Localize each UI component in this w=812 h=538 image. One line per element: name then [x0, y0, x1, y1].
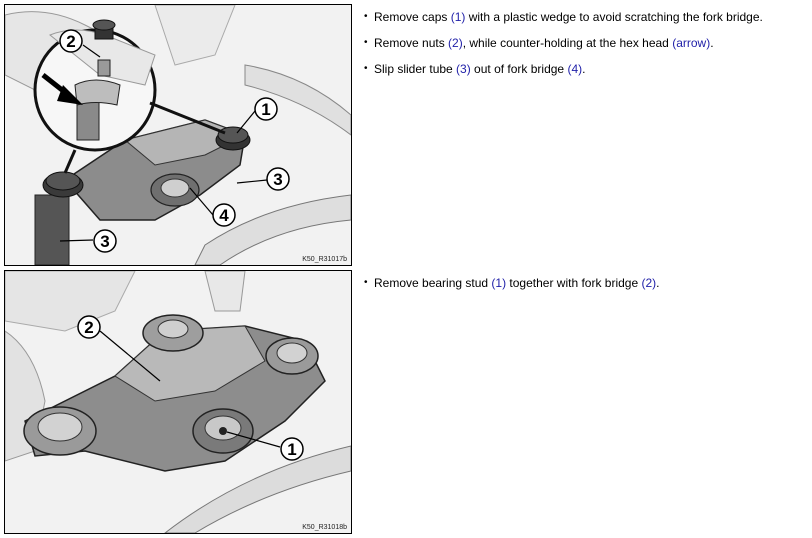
bullet-icon: •: [364, 37, 368, 48]
list-item: •Remove caps (1) with a plastic wedge to…: [364, 10, 763, 24]
callout-1: 1: [254, 97, 278, 121]
reference: (3): [456, 62, 471, 76]
svg-text:3: 3: [273, 170, 282, 189]
reference: (4): [567, 62, 583, 76]
callout-2: 2: [77, 315, 101, 339]
svg-text:1: 1: [261, 100, 270, 119]
bullet-icon: •: [364, 63, 368, 74]
list-item: •Slip slider tube (3) out of fork bridge…: [364, 62, 586, 76]
svg-text:1: 1: [287, 440, 296, 459]
callout-2: 2: [59, 29, 83, 53]
illustration-fork-bridge-removal: 2 1: [5, 271, 351, 533]
bullet-icon: •: [364, 277, 368, 288]
figure-code: K50_R31017b: [302, 256, 347, 263]
svg-text:3: 3: [100, 232, 109, 251]
illustration-fork-bridge-top: 2 1 3 4 3: [5, 5, 351, 265]
reference: (2): [641, 276, 657, 290]
figure-bearing-stud: 2 1 K50_R31018b: [4, 270, 352, 534]
instruction-list-2: •Remove bearing stud (1) together with f…: [362, 276, 807, 302]
reference: (1): [450, 10, 466, 24]
callout-1: 1: [280, 437, 304, 461]
svg-text:4: 4: [219, 206, 229, 225]
bullet-icon: •: [364, 11, 368, 22]
svg-text:2: 2: [84, 318, 93, 337]
reference: (1): [491, 276, 507, 290]
callout-4: 4: [212, 203, 236, 227]
reference: (arrow): [672, 36, 711, 50]
figure-fork-bridge-caps: 2 1 3 4 3 K50_R31017b: [4, 4, 352, 266]
instruction-list-1: •Remove caps (1) with a plastic wedge to…: [362, 10, 807, 88]
callout-3-left: 3: [93, 229, 117, 253]
callout-3-right: 3: [266, 167, 290, 191]
reference: (2): [448, 36, 463, 50]
list-item: •Remove nuts (2), while counter-holding …: [364, 36, 714, 50]
figure-code: K50_R31018b: [302, 524, 347, 531]
svg-text:2: 2: [66, 32, 75, 51]
list-item: •Remove bearing stud (1) together with f…: [364, 276, 660, 290]
